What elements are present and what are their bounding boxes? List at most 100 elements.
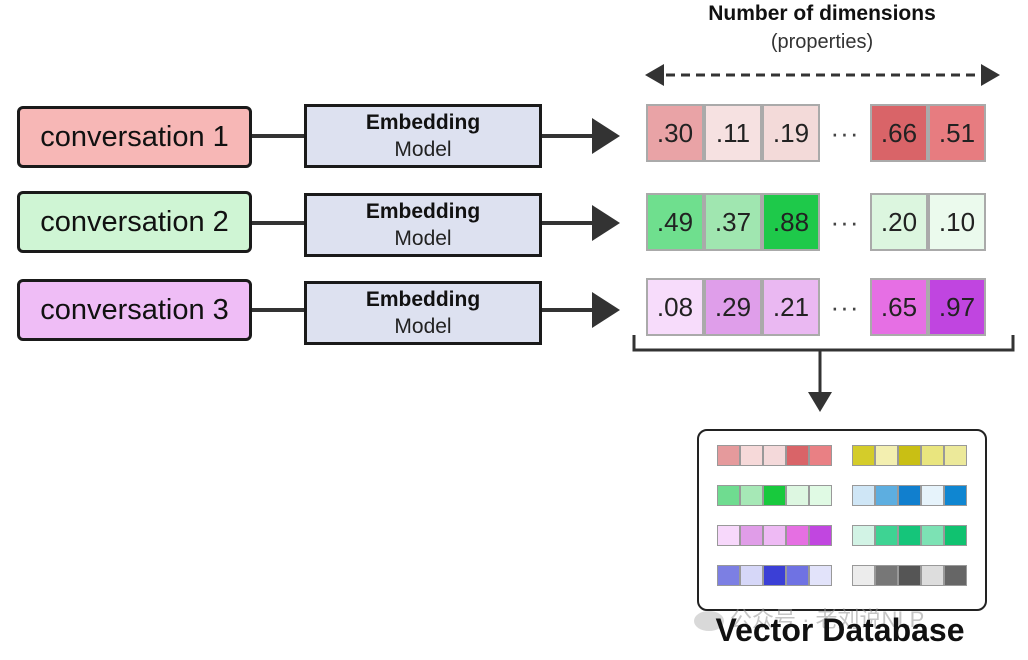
row-2-arrow-icon <box>592 205 620 241</box>
row-3-connectors <box>252 292 620 328</box>
wechat-icon <box>694 611 724 632</box>
conversation-3-box: conversation 3 <box>17 279 252 341</box>
dimensions-title: Number of dimensions <box>708 2 936 25</box>
stored-vector <box>717 445 832 466</box>
embedding-model-2-line1: Embedding <box>365 200 481 223</box>
vector-3-cell: .08 <box>646 278 704 336</box>
stored-vector-cell <box>717 485 740 506</box>
vector-3-cell: .65 <box>870 278 928 336</box>
conversation-1-box: conversation 1 <box>17 106 252 168</box>
vector-1-cell: .66 <box>870 104 928 162</box>
left-arrowhead-icon <box>645 64 664 86</box>
stored-vector-cell <box>852 485 875 506</box>
vector-1-ellipsis: ··· <box>830 118 860 148</box>
embedding-model-3-box: Embedding Model <box>304 281 542 345</box>
stored-vector-cell <box>852 445 875 466</box>
row-2-connectors <box>252 205 620 241</box>
stored-vector-cell <box>944 565 967 586</box>
dimensions-subtitle: (properties) <box>770 31 874 53</box>
right-arrowhead-icon <box>981 64 1000 86</box>
stored-vector-cell <box>898 485 921 506</box>
vector-2-cell: .49 <box>646 193 704 251</box>
stored-vector-cell <box>740 565 763 586</box>
stored-vector-cell <box>763 445 786 466</box>
stored-vector-cell <box>786 485 809 506</box>
down-arrow-icon <box>808 392 832 412</box>
conversation-1-label: conversation 1 <box>40 120 229 153</box>
stored-vector-cell <box>921 565 944 586</box>
stored-vector-cell <box>875 565 898 586</box>
row-3-arrow-icon <box>592 292 620 328</box>
vectors-bracket <box>632 335 1015 412</box>
stored-vector-cell <box>875 445 898 466</box>
embedding-model-3-line2: Model <box>394 315 452 338</box>
stored-vector <box>852 485 967 506</box>
stored-vector <box>852 445 967 466</box>
stored-vector-cell <box>944 445 967 466</box>
watermark: 公众号 · 老刘说NLP <box>694 602 924 634</box>
vector-3-cell: .97 <box>928 278 986 336</box>
stored-vector-cell <box>763 565 786 586</box>
stored-vector-cell <box>898 525 921 546</box>
vector-1-cell: .19 <box>762 104 820 162</box>
stored-vector-cell <box>717 525 740 546</box>
vector-database-box <box>697 429 987 611</box>
conversation-3-label: conversation 3 <box>40 293 229 326</box>
vector-1: .30 .11 .19 ··· .66 .51 <box>646 104 986 162</box>
stored-vector-cell <box>898 445 921 466</box>
row-1-arrow-icon <box>592 118 620 154</box>
stored-vector-cell <box>944 525 967 546</box>
stored-vector-cell <box>786 525 809 546</box>
vector-1-cell: .51 <box>928 104 986 162</box>
row-1-connectors <box>252 118 620 154</box>
vector-database-label: Vector Database <box>715 612 965 648</box>
stored-vector-cell <box>809 445 832 466</box>
stored-vector-cell <box>740 525 763 546</box>
embedding-model-1-line1: Embedding <box>365 111 481 134</box>
stored-vector-cell <box>809 485 832 506</box>
stored-vector <box>717 525 832 546</box>
vector-2-cell: .88 <box>762 193 820 251</box>
embedding-model-1-line2: Model <box>394 138 452 161</box>
stored-vector-cell <box>717 445 740 466</box>
vector-2-cell: .10 <box>928 193 986 251</box>
stored-vector-cell <box>852 565 875 586</box>
vector-2-ellipsis: ··· <box>830 207 860 237</box>
stored-vector-cell <box>763 525 786 546</box>
embedding-model-2-line2: Model <box>394 227 452 250</box>
stored-vector-cell <box>852 525 875 546</box>
watermark-text: 公众号 · 老刘说NLP <box>730 607 925 632</box>
vector-3-cell: .21 <box>762 278 820 336</box>
stored-vector-cell <box>809 525 832 546</box>
vector-3-ellipsis: ··· <box>830 292 860 322</box>
stored-vector-cell <box>898 565 921 586</box>
conversation-2-label: conversation 2 <box>40 205 229 238</box>
vector-2: .49 .37 .88 ··· .20 .10 <box>646 193 986 251</box>
vector-2-cell: .20 <box>870 193 928 251</box>
vector-1-cell: .11 <box>704 104 762 162</box>
dimensions-double-arrow <box>645 64 1000 86</box>
stored-vector-cell <box>786 445 809 466</box>
embedding-model-3-line1: Embedding <box>365 288 481 311</box>
stored-vector <box>852 525 967 546</box>
stored-vector-cell <box>921 485 944 506</box>
stored-vector-cell <box>944 485 967 506</box>
stored-vector-cell <box>809 565 832 586</box>
conversation-2-box: conversation 2 <box>17 191 252 253</box>
embedding-model-2-box: Embedding Model <box>304 193 542 257</box>
stored-vector-cell <box>921 445 944 466</box>
vector-1-cell: .30 <box>646 104 704 162</box>
stored-vector-cell <box>740 445 763 466</box>
stored-vector <box>717 485 832 506</box>
stored-vector-cell <box>717 565 740 586</box>
stored-vector-cell <box>875 525 898 546</box>
stored-vector-cell <box>763 485 786 506</box>
stored-vector <box>852 565 967 586</box>
stored-vector-cell <box>921 525 944 546</box>
vector-3-cell: .29 <box>704 278 762 336</box>
stored-vector-cell <box>740 485 763 506</box>
stored-vector-cell <box>786 565 809 586</box>
stored-vector <box>717 565 832 586</box>
vector-2-cell: .37 <box>704 193 762 251</box>
